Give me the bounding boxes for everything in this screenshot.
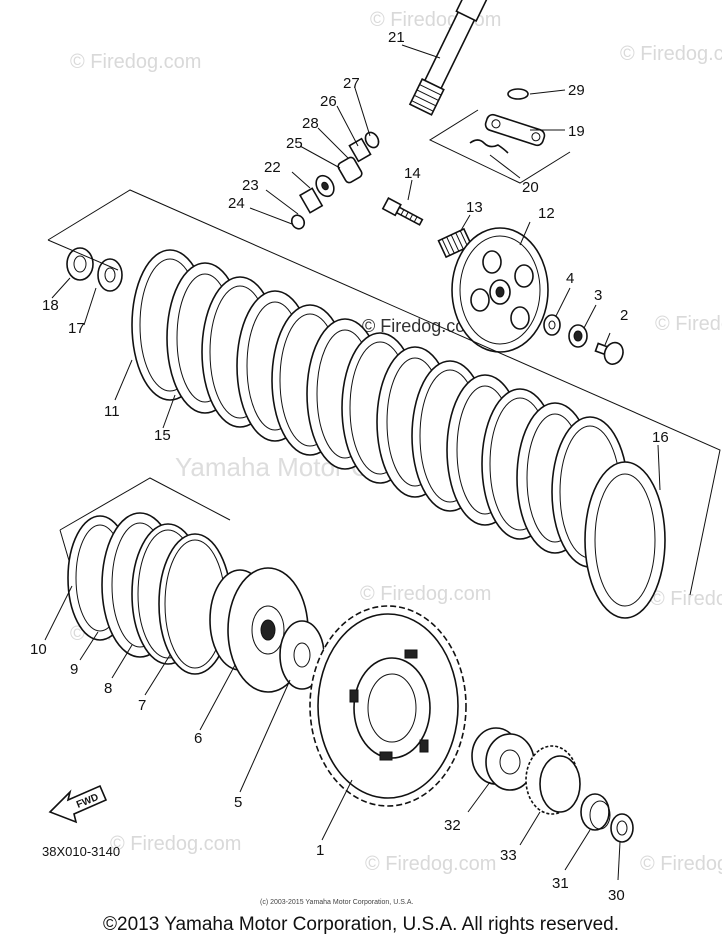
callout-20: 20 <box>522 179 539 196</box>
callout-19: 19 <box>568 123 585 140</box>
watermarks: © Firedog.com © Firedog.com © Firedog.co… <box>70 9 722 875</box>
callout-27: 27 <box>343 75 360 92</box>
watermark-firedog: © Firedog.com <box>70 51 201 73</box>
watermark-firedog: © Firedog.com <box>655 313 722 335</box>
diagram-code: 38X010-3140 <box>42 844 120 859</box>
release-parts <box>543 314 624 365</box>
callout-33: 33 <box>500 847 517 864</box>
callout-17: 17 <box>68 320 85 337</box>
callout-14: 14 <box>404 165 421 182</box>
callout-32: 32 <box>444 817 461 834</box>
callout-26: 26 <box>320 93 337 110</box>
fwd-arrow: FWD <box>48 784 108 824</box>
small-copyright: (c) 2003-2015 Yamaha Motor Corporation, … <box>260 899 413 906</box>
callout-3: 3 <box>594 287 602 304</box>
callout-1: 1 <box>316 842 324 859</box>
watermark-firedog: © Firedog.com <box>370 9 501 31</box>
watermark-firedog: © Firedog.com <box>620 43 722 65</box>
callout-15: 15 <box>154 427 171 444</box>
callout-13: 13 <box>466 199 483 216</box>
callout-21: 21 <box>388 29 405 46</box>
callout-18: 18 <box>42 297 59 314</box>
watermark-firedog: © Firedog.com <box>650 588 722 610</box>
lower-plates <box>67 512 232 675</box>
pressure-plate <box>451 227 549 353</box>
callout-4: 4 <box>566 270 574 287</box>
clutch-plate-stack <box>131 249 666 619</box>
callout-25: 25 <box>286 135 303 152</box>
callouts: 1 2 3 4 5 6 7 8 9 10 11 12 13 14 15 16 1… <box>30 29 669 904</box>
callout-16: 16 <box>652 429 669 446</box>
watermark-firedog: © Firedog.com <box>110 833 241 855</box>
callout-10: 10 <box>30 641 47 658</box>
callout-30: 30 <box>608 887 625 904</box>
lower-bracket <box>59 477 231 531</box>
footer-copyright: ©2013 Yamaha Motor Corporation, U.S.A. A… <box>103 914 619 935</box>
callout-31: 31 <box>552 875 569 892</box>
callout-22: 22 <box>264 159 281 176</box>
watermark-firedog: © Firedog.com <box>360 583 491 605</box>
bearing-parts <box>471 727 634 843</box>
callout-24: 24 <box>228 195 245 212</box>
callout-5: 5 <box>234 794 242 811</box>
pushrod-assembly <box>290 0 571 259</box>
callout-23: 23 <box>242 177 259 194</box>
callout-28: 28 <box>302 115 319 132</box>
callout-9: 9 <box>70 661 78 678</box>
callout-8: 8 <box>104 680 112 697</box>
callout-2: 2 <box>620 307 628 324</box>
primary-driven-gear <box>309 605 467 807</box>
watermark-firedog: © Firedog.com <box>640 853 722 875</box>
watermark-firedog: © Firedog.com <box>365 853 496 875</box>
plate-stack-bracket <box>47 189 721 596</box>
callout-6: 6 <box>194 730 202 747</box>
callout-12: 12 <box>538 205 555 222</box>
callout-11: 11 <box>104 403 120 420</box>
callout-29: 29 <box>568 82 585 99</box>
leader-lines <box>44 44 661 881</box>
nut-and-washer <box>66 247 123 292</box>
callout-7: 7 <box>138 697 146 714</box>
